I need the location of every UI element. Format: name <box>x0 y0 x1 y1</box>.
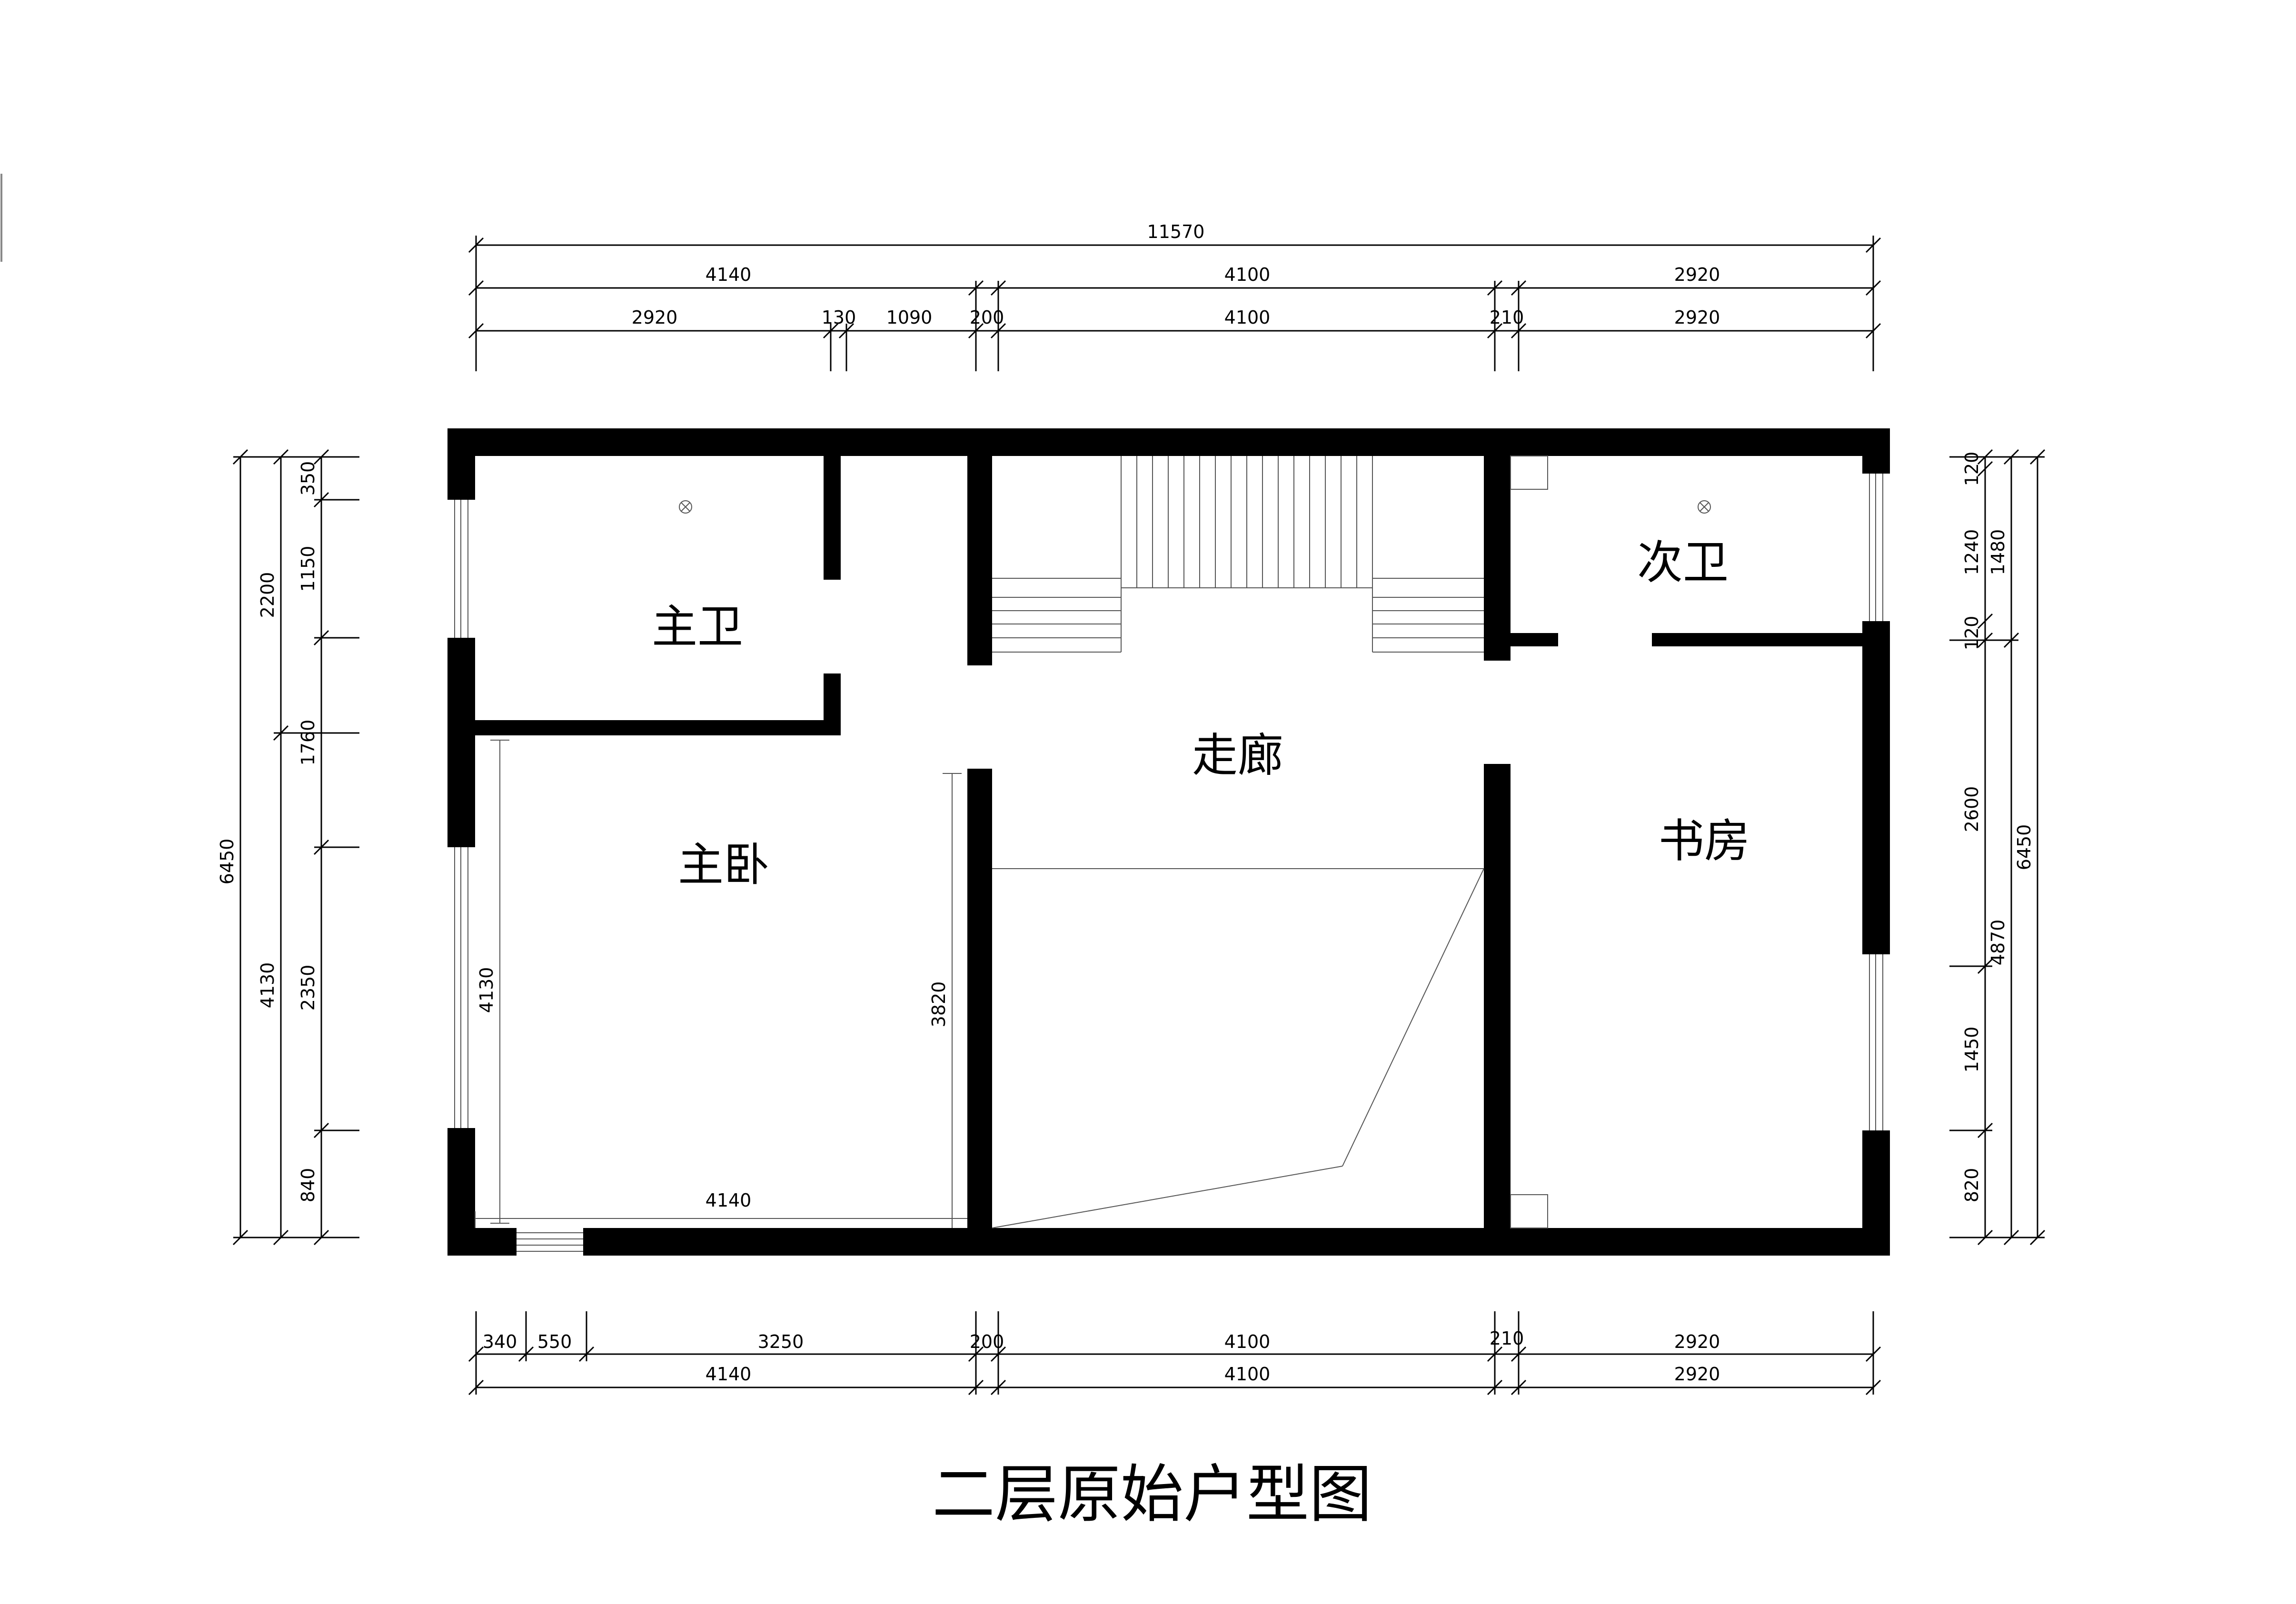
dim-left-r3-1: 350 <box>298 461 318 496</box>
window-left-top <box>454 500 468 638</box>
dim-top-r3-6: 210 <box>1490 307 1524 328</box>
dim-bottom-r2-1: 4140 <box>706 1364 752 1385</box>
wall-partition-right-top <box>1484 456 1511 661</box>
bottom-dimensions: 340 550 3250 200 4100 210 2920 4140 4100… <box>468 1311 1881 1396</box>
dim-right-r1-4: 2600 <box>1961 786 1982 832</box>
room-study: 书房 <box>1659 814 1750 868</box>
dim-top-r3-5: 4100 <box>1224 307 1271 328</box>
wall-left-1 <box>447 428 475 500</box>
floor-drain-icon <box>679 500 692 514</box>
wall-right-2 <box>1862 621 1890 954</box>
room-master-bed: 主卧 <box>678 838 769 891</box>
dim-top-r3-2: 130 <box>822 307 856 328</box>
dim-right-r2-1: 1480 <box>1988 529 2008 575</box>
wall-left-3 <box>447 1128 475 1256</box>
dim-top-total: 11570 <box>1147 221 1205 242</box>
dim-top-r3-4: 200 <box>970 307 1004 328</box>
door-marks <box>1510 455 1548 1228</box>
dim-bottom-r1-7: 2920 <box>1674 1331 1720 1352</box>
stair-void <box>992 868 1484 1228</box>
dim-left-total: 6450 <box>217 839 238 885</box>
page-title: 二层原始户型图 <box>932 1458 1372 1531</box>
wall-bottom <box>447 1228 1890 1256</box>
dim-bottom-r1-4: 200 <box>970 1331 1004 1352</box>
dim-left-r3-3: 1760 <box>298 720 318 766</box>
dim-bottom-r1-3: 3250 <box>758 1331 804 1352</box>
dim-bottom-r2-3: 2920 <box>1674 1364 1720 1385</box>
dim-top-r2-3: 2920 <box>1674 264 1720 285</box>
wall-top <box>447 428 1890 456</box>
wall-stair-left-top <box>967 456 992 665</box>
top-dimensions: 11570 4140 4100 2920 2920 130 1090 200 4… <box>468 221 1881 371</box>
right-dimensions: 120 1240 120 2600 1450 820 1480 4870 645… <box>1949 449 2046 1246</box>
dim-top-r3-1: 2920 <box>632 307 678 328</box>
dim-right-r1-6: 820 <box>1961 1168 1982 1203</box>
dim-bed-height: 4130 <box>476 967 497 1013</box>
room-corridor: 走廊 <box>1192 729 1283 782</box>
left-dimensions: 6450 2200 4130 350 1150 1760 2350 840 <box>217 449 359 1246</box>
room-labels: 主卫 主卧 走廊 次卫 书房 <box>652 536 1750 891</box>
window-right-bottom <box>1869 954 1883 1130</box>
dim-top-r2-1: 4140 <box>706 264 752 285</box>
dim-bottom-r1-6: 210 <box>1490 1328 1524 1349</box>
dim-bottom-r2-2: 4100 <box>1224 1364 1271 1385</box>
dim-top-r3-3: 1090 <box>886 307 933 328</box>
dim-right-r1-1: 120 <box>1961 452 1982 486</box>
window-right-top <box>1869 474 1883 621</box>
floor-drain-icon <box>1698 500 1711 514</box>
window-bottom <box>517 1228 583 1256</box>
dim-right-total: 6450 <box>2014 824 2035 871</box>
dim-left-r3-2: 1150 <box>298 546 318 592</box>
dim-left-r2-2: 4130 <box>257 962 278 1009</box>
inner-dimensions: 4130 4140 3820 <box>475 740 967 1228</box>
windows <box>454 474 1883 1256</box>
walls <box>447 428 1890 1256</box>
staircase <box>992 456 1484 653</box>
wall-partition-right-bottom <box>1484 764 1511 1228</box>
dim-top-r2-2: 4100 <box>1224 264 1271 285</box>
dim-stair-height: 3820 <box>928 981 949 1028</box>
dim-bottom-r1-1: 340 <box>483 1331 517 1352</box>
wall-bath-bottom <box>475 720 841 735</box>
dim-right-r2-2: 4870 <box>1988 920 2008 966</box>
wall-bath2-bottom-right <box>1652 633 1862 646</box>
dim-left-r2-1: 2200 <box>257 572 278 618</box>
wall-bath-door-top <box>824 456 841 580</box>
dim-left-r3-5: 840 <box>298 1168 318 1203</box>
wall-left-2 <box>447 638 475 847</box>
dim-bottom-r1-2: 550 <box>537 1331 572 1352</box>
room-second-bath: 次卫 <box>1637 536 1729 589</box>
wall-right-1 <box>1862 428 1890 474</box>
wall-stair-left-bottom <box>967 769 992 1228</box>
room-master-bath: 主卫 <box>652 600 743 653</box>
wall-bath2-stub-left <box>1511 633 1558 646</box>
dim-right-r1-5: 1450 <box>1961 1027 1982 1073</box>
dim-right-r1-2: 1240 <box>1961 529 1982 575</box>
wall-right-3 <box>1862 1130 1890 1256</box>
dim-bottom-r1-5: 4100 <box>1224 1331 1271 1352</box>
window-left-bottom <box>454 847 468 1128</box>
dim-bed-width: 4140 <box>706 1190 752 1211</box>
dim-right-r1-3: 120 <box>1961 616 1982 651</box>
dim-top-r3-7: 2920 <box>1674 307 1720 328</box>
dim-left-r3-4: 2350 <box>298 965 318 1011</box>
